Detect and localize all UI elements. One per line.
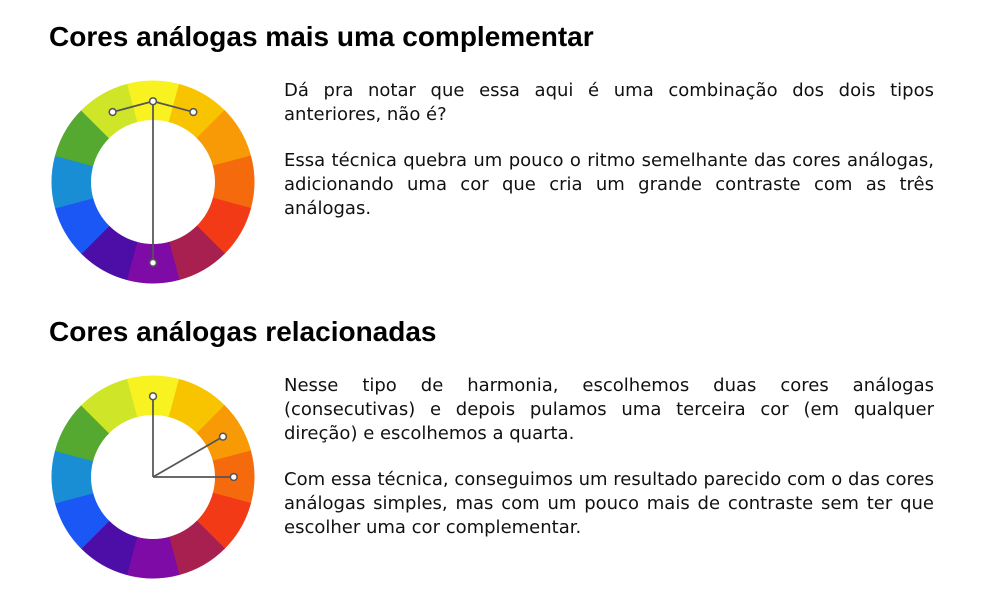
harmony-markers	[148, 392, 238, 482]
section-text-related: Nesse tipo de harmonia, escolhemos duas …	[284, 374, 934, 562]
harmony-markers	[108, 97, 198, 267]
color-wheel-analogous-complementary	[51, 80, 255, 284]
paragraph: Nesse tipo de harmonia, escolhemos duas …	[284, 375, 934, 444]
paragraph: Dá pra notar que essa aqui é uma combina…	[284, 80, 934, 125]
marker-dot-yellow-orange	[189, 107, 198, 117]
marker-line-orange	[152, 435, 224, 478]
section-text-complementary: Dá pra notar que essa aqui é uma combina…	[284, 79, 934, 243]
marker-dot-yellow	[148, 97, 158, 106]
color-wheel-related-analogous	[51, 375, 255, 579]
marker-dot-yellow-green	[108, 107, 117, 117]
paragraph: Com essa técnica, conseguimos um resulta…	[284, 469, 934, 538]
paragraph: Essa técnica quebra um pouco o ritmo sem…	[284, 150, 934, 219]
wheel-segment	[81, 378, 138, 434]
marker-dot-orange	[218, 432, 228, 441]
section-title-related: Cores análogas relacionadas	[49, 316, 437, 347]
analogous-line-left	[112, 100, 154, 113]
analogous-line-right	[152, 100, 194, 113]
marker-dot-violet	[148, 258, 158, 267]
marker-dot-red-orange	[229, 472, 238, 482]
section-title-complementary: Cores análogas mais uma complementar	[49, 21, 594, 52]
marker-dot-yellow	[148, 392, 158, 401]
